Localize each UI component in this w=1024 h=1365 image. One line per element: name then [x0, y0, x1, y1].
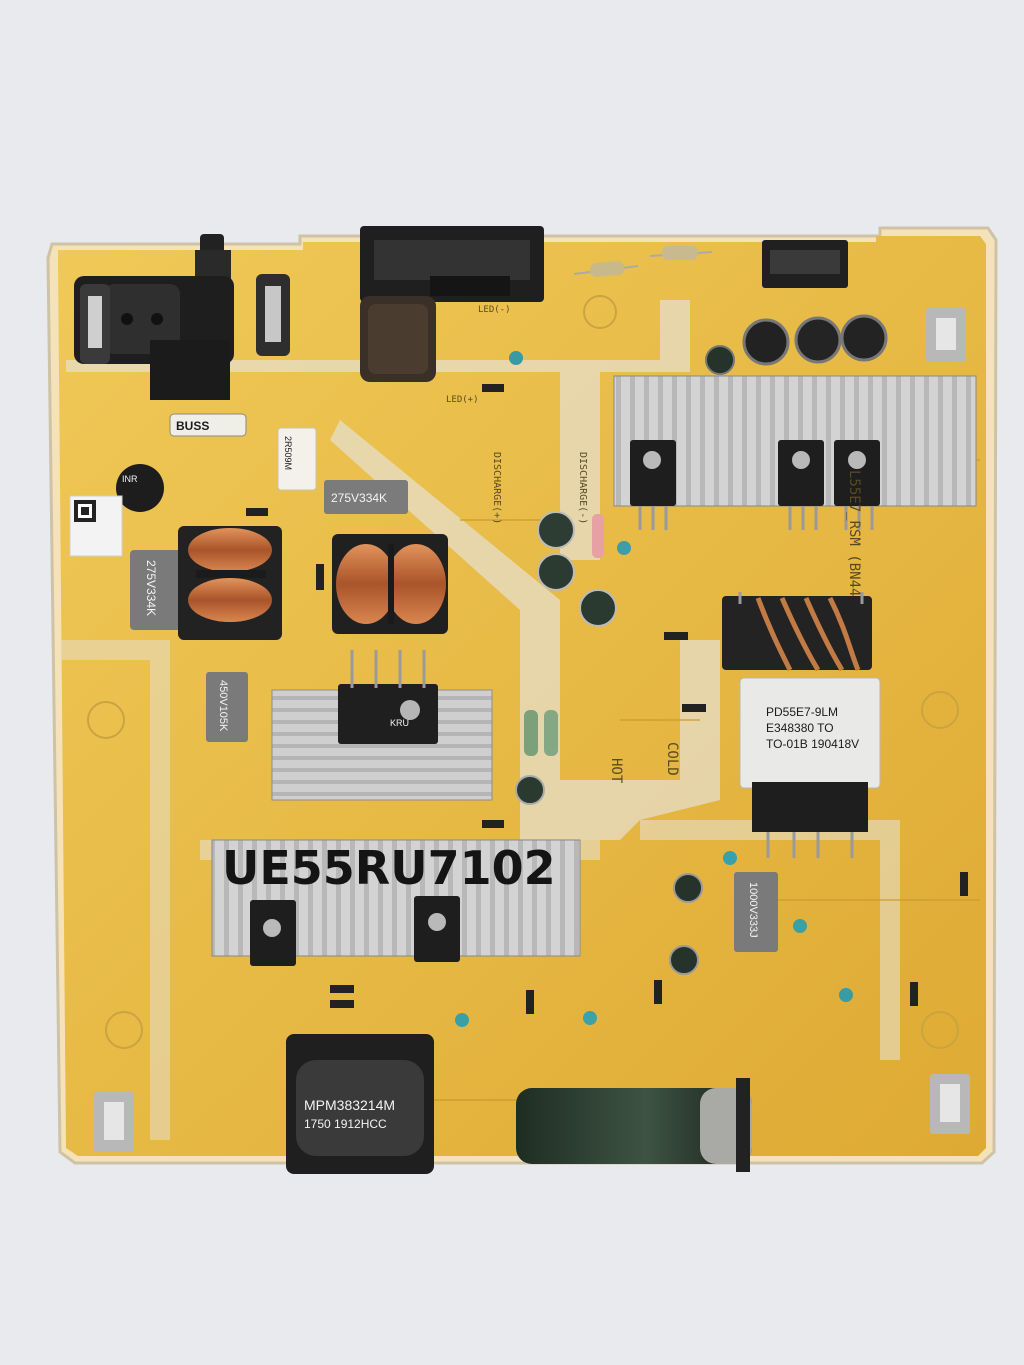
svg-text:BUSS: BUSS — [176, 419, 209, 433]
resistor-vertical — [592, 514, 604, 558]
svg-text:275V334K: 275V334K — [331, 491, 387, 505]
bulk-electrolytic-capacitor — [516, 1078, 752, 1172]
svg-text:KRU: KRU — [390, 718, 409, 728]
varistor: INR — [116, 464, 164, 512]
svg-text:1000V333J: 1000V333J — [747, 882, 759, 938]
led-minus-label: LED(-) — [478, 305, 511, 315]
electrolytic-capacitors-mid — [515, 511, 617, 805]
warning-hand-icons — [87, 295, 959, 1049]
common-mode-choke-center — [332, 534, 448, 634]
handwritten-model: UE55RU7102 — [222, 841, 556, 895]
svg-text:275V334K: 275V334K — [144, 560, 158, 616]
electrolytic-capacitors-lower — [669, 873, 703, 975]
diodes — [246, 384, 968, 1014]
svg-text:450V105K: 450V105K — [217, 680, 229, 732]
ceramic-resistor-box: 2R509M — [277, 427, 317, 491]
heatsink-lower — [211, 839, 581, 966]
heatsink-top-right — [613, 375, 977, 530]
svg-text:MPM383214M: MPM383214M — [304, 1097, 395, 1113]
mounting-clip-bottom-right — [930, 1074, 970, 1134]
svg-text:INR: INR — [122, 474, 138, 484]
film-capacitor-x2-top: 275V334K — [324, 480, 408, 514]
ceramic-capacitors — [455, 351, 853, 1027]
film-capacitor-x2-left: 275V334K — [130, 550, 184, 630]
common-mode-choke-left — [178, 526, 282, 640]
svg-text:TO-01B 190418V: TO-01B 190418V — [766, 737, 859, 751]
aux-transformer: MPM383214M 1750 1912HCC — [286, 1034, 434, 1174]
main-transformer: PD55E7-9LM E348380 TO TO-01B 190418V — [722, 592, 881, 858]
resistor-top-2 — [649, 246, 713, 260]
ac-power-inlet — [74, 234, 234, 400]
film-capacitor-1000v: 1000V333J — [734, 872, 778, 952]
heatsink-center: KRU — [271, 650, 493, 801]
discharge-minus-label: DISCHARGE(-) — [577, 452, 588, 524]
power-inductor — [360, 296, 436, 382]
fuse-holder-left — [80, 284, 110, 364]
led-connector — [360, 226, 544, 302]
svg-text:2R509M: 2R509M — [283, 436, 293, 470]
film-capacitor-450v: 450V105K — [206, 672, 248, 742]
resistor-top-1 — [573, 261, 639, 277]
svg-text:1750 1912HCC: 1750 1912HCC — [304, 1117, 387, 1131]
svg-text:PD55E7-9LM: PD55E7-9LM — [766, 705, 838, 719]
qr-sticker — [69, 495, 123, 557]
zone-hot-label: HOT — [608, 758, 624, 784]
discharge-plus-label: DISCHARGE(+) — [491, 452, 502, 524]
mounting-clip-top-right — [926, 308, 966, 362]
mounting-clip-bottom-left — [94, 1092, 134, 1152]
fuse: BUSS — [169, 413, 247, 437]
led-plus-label: LED(+) — [446, 395, 479, 405]
resistor-pair — [524, 710, 558, 756]
output-capacitors — [705, 314, 888, 375]
fuse-holder-right — [256, 274, 290, 356]
svg-text:E348380 TO: E348380 TO — [766, 721, 834, 735]
output-connector — [762, 240, 848, 288]
zone-cold-label: COLD — [664, 742, 680, 776]
